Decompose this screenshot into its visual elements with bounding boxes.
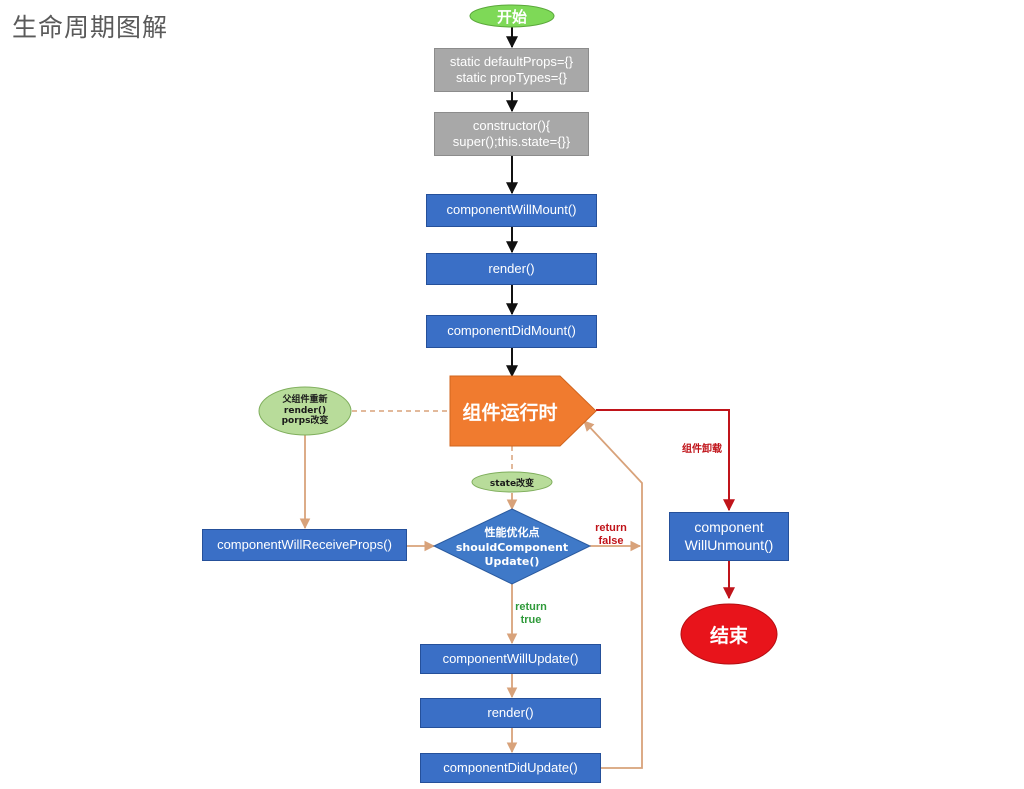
running-label: 组件运行时 [462, 401, 558, 424]
state-change-label: state改变 [489, 478, 535, 489]
render-box: render() [426, 253, 597, 285]
parent-rerender-label: 父组件重新 render() porps改变 [281, 394, 329, 427]
end-label: 结束 [709, 624, 748, 647]
return-true-label: return true [515, 601, 547, 627]
constructor-box: constructor(){ super();this.state={}} [434, 112, 589, 156]
end-node [680, 603, 778, 665]
static-props-box: static defaultProps={} static propTypes=… [434, 48, 589, 92]
component-will-unmount-box: component WillUnmount() [669, 512, 789, 561]
should-update-diamond [432, 508, 592, 585]
performance-point-label: 性能优化点 [484, 525, 540, 539]
parent-rerender-node [258, 386, 352, 436]
arrow-didupdate-back-to-running [583, 420, 643, 769]
component-will-update-box: componentWillUpdate() [420, 644, 601, 674]
return-false-label: return false [595, 522, 627, 548]
start-label: 开始 [496, 7, 527, 26]
constructor-line1: constructor(){ [472, 117, 551, 133]
should-component-update-label: 性能优化点 shouldComponent Update() [455, 525, 569, 569]
update-chain-arrows [299, 420, 643, 769]
dashed-connectors [352, 410, 513, 470]
unmount-arrows [596, 409, 735, 600]
constructor-line2: super();this.state={}} [452, 134, 571, 149]
unmount-edge-label: 组件卸载 [682, 444, 722, 455]
render-update-box: render() [420, 698, 601, 728]
component-will-mount-box: componentWillMount() [426, 194, 597, 227]
running-node [449, 375, 597, 447]
component-will-receive-props-box: componentWillReceiveProps() [202, 529, 407, 561]
static-prop-types: static propTypes={} [456, 70, 567, 85]
component-did-update-box: componentDidUpdate() [420, 753, 601, 783]
static-default-props: static defaultProps={} [449, 53, 574, 69]
page-title: 生命周期图解 [12, 13, 169, 42]
arrow-running-to-unmount [596, 409, 735, 512]
start-node [469, 4, 555, 28]
state-change-node [471, 471, 553, 493]
component-did-mount-box: componentDidMount() [426, 315, 597, 348]
